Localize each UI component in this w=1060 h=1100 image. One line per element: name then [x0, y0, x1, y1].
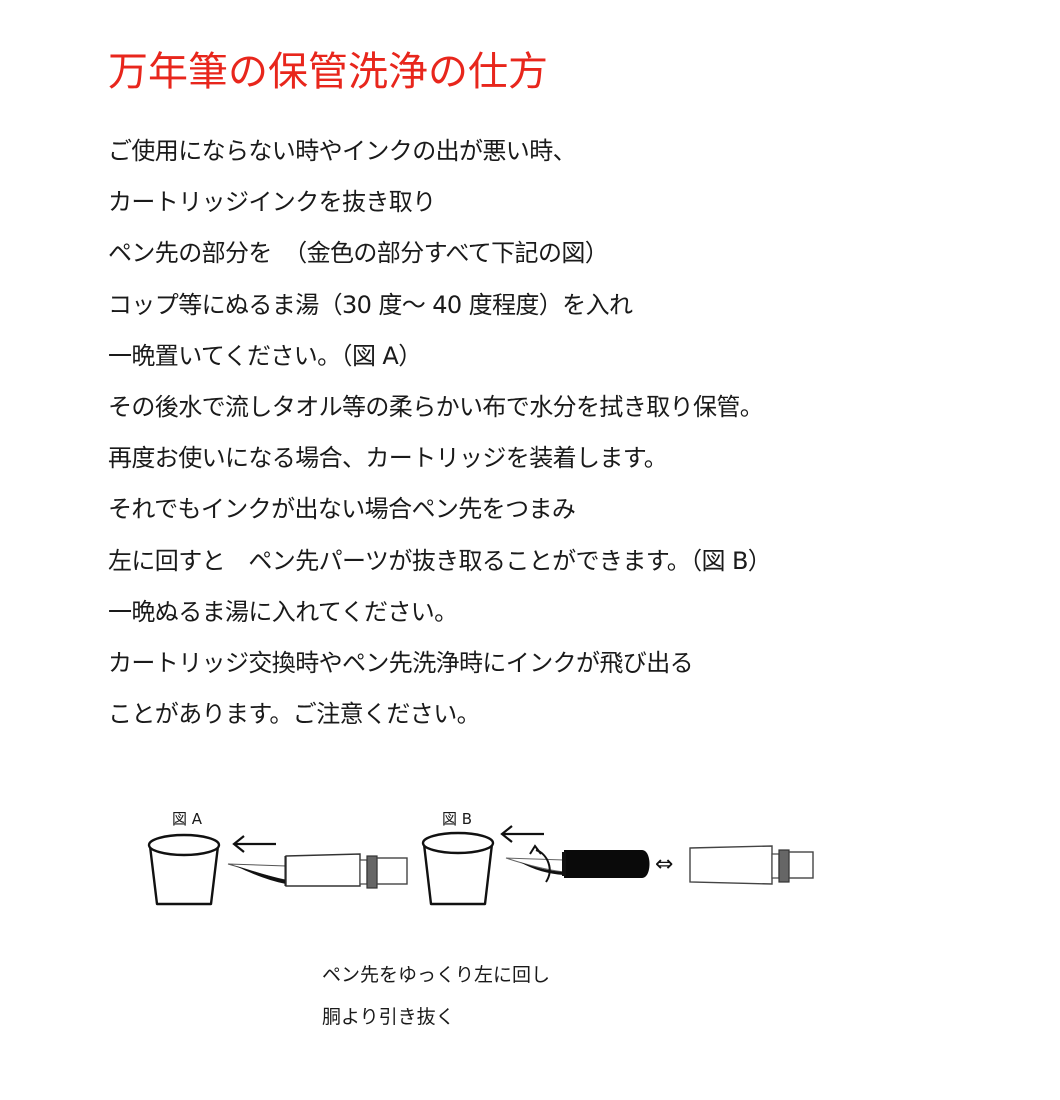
arrow-left-icon: [500, 825, 544, 843]
pen-nib-section-dark-icon: [505, 850, 650, 878]
caption-line: 胴より引き抜く: [322, 1006, 455, 1028]
cup-icon: [421, 831, 495, 906]
instruction-line: それでもインクが出ない場合ペン先をつまみ: [108, 495, 576, 524]
instruction-line: ことがあります。ご注意ください。: [108, 700, 481, 729]
pen-grip-section-icon: [689, 845, 814, 885]
arrow-left-icon: [232, 835, 276, 853]
instruction-line: その後水で流しタオル等の柔らかい布で水分を拭き取り保管。: [108, 392, 764, 421]
instruction-line: カートリッジ交換時やペン先洗浄時にインクが飛び出る: [108, 648, 694, 677]
rotate-arrow-icon: [529, 844, 551, 883]
instruction-line: 再度お使いになる場合、カートリッジを装着します。: [108, 444, 668, 473]
swap-arrow-icon: ⇔: [655, 852, 674, 877]
instruction-line: ペン先の部分を （金色の部分すべて下記の図）: [108, 239, 609, 268]
figure-caption: ペン先をゆっくり左に回し 胴より引き抜く: [322, 954, 550, 1038]
instruction-line: コップ等にぬるま湯（30 度～ 40 度程度）を入れ: [108, 290, 633, 319]
instruction-line: 一晩置いてください。（図 A）: [108, 341, 422, 370]
pen-nib-section-icon: [227, 853, 408, 889]
instruction-line: 一晩ぬるま湯に入れてください。: [108, 597, 458, 626]
page-title: 万年筆の保管洗浄の仕方: [108, 49, 548, 95]
instruction-text: ご使用にならない時やインクの出が悪い時、 カートリッジインクを抜き取り ペン先の…: [108, 126, 772, 740]
cup-icon: [147, 833, 221, 906]
instruction-line: カートリッジインクを抜き取り: [108, 188, 436, 217]
instruction-line: ご使用にならない時やインクの出が悪い時、: [108, 137, 577, 165]
instruction-line: 左に回すと ペン先パーツが抜き取ることができます。（図 B）: [108, 546, 772, 575]
figure-a-label: 図 A: [172, 810, 203, 828]
figure-b-label: 図 B: [442, 810, 473, 828]
caption-line: ペン先をゆっくり左に回し: [322, 964, 551, 986]
